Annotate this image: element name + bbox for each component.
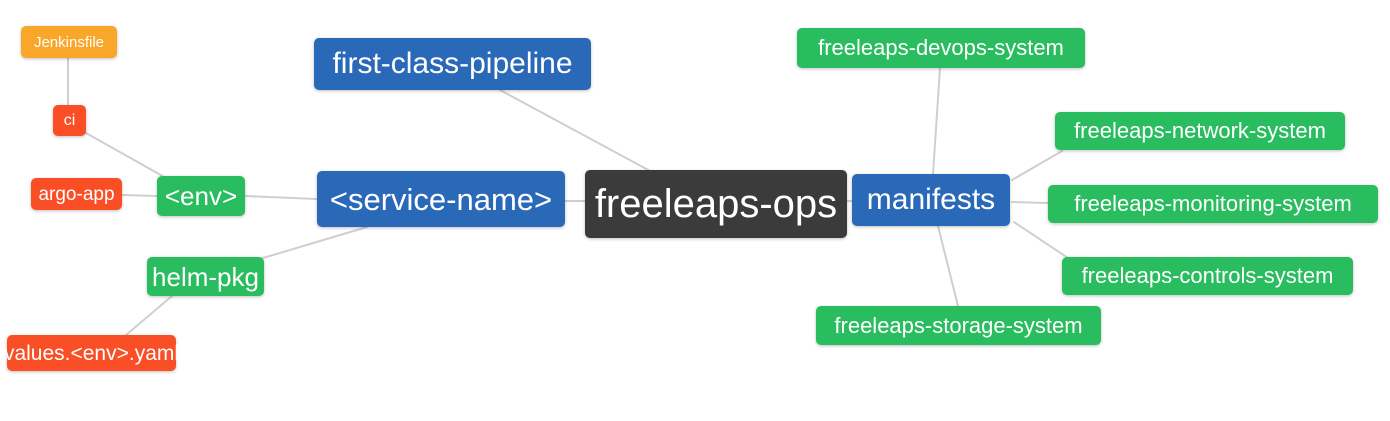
node-first-class-pipeline[interactable]: first-class-pipeline [314,38,591,90]
node-manifests[interactable]: manifests [852,174,1010,226]
node-freeleaps-monitoring-system[interactable]: freeleaps-monitoring-system [1048,185,1378,223]
edge-manifests-to-freeleaps-storage-system [937,225,959,307]
node-freeleaps-controls-system[interactable]: freeleaps-controls-system [1062,257,1353,295]
edge-manifests-to-freeleaps-devops-system [932,67,941,175]
edge-manifests-to-freeleaps-controls-system [1013,221,1069,259]
edge-manifests-to-freeleaps-network-system [1011,150,1063,181]
node-freeleaps-devops-system[interactable]: freeleaps-devops-system [797,28,1085,68]
edge-ci-to-env [85,132,167,179]
node-helm-pkg[interactable]: helm-pkg [147,257,264,296]
edge-helm-pkg-to-values-env-yaml [125,295,173,336]
node-freeleaps-network-system[interactable]: freeleaps-network-system [1055,112,1345,150]
node-argo-app[interactable]: argo-app [31,178,122,210]
node-freeleaps-ops[interactable]: freeleaps-ops [585,170,847,238]
edge-first-class-pipeline-to-freeleaps-ops [499,89,653,173]
node-freeleaps-storage-system[interactable]: freeleaps-storage-system [816,306,1101,345]
edge-manifests-to-freeleaps-monitoring-system [1011,201,1049,204]
node-service-name[interactable]: <service-name> [317,171,565,227]
node-env[interactable]: <env> [157,176,245,216]
node-ci[interactable]: ci [53,105,86,136]
edge-env-to-service-name [244,195,318,200]
node-jenkinsfile[interactable]: Jenkinsfile [21,26,117,58]
node-values-env-yaml[interactable]: values.<env>.yaml [4,335,179,371]
edge-argo-app-to-env [121,194,158,197]
edge-service-name-to-helm-pkg [262,226,368,259]
